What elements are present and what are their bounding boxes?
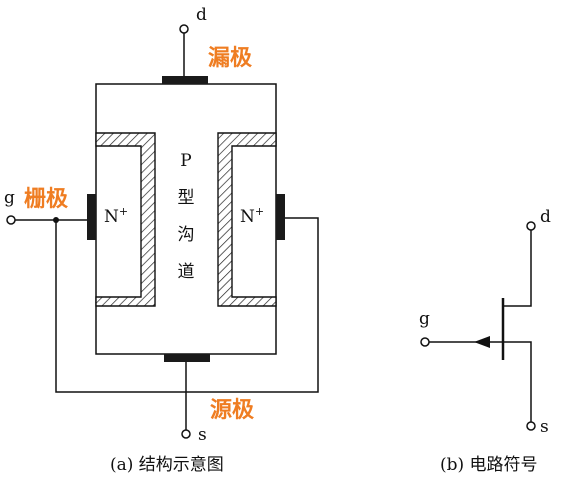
source-electrode: [164, 354, 210, 362]
gate-label: 栅极: [24, 187, 69, 212]
right-gate-electrode: [276, 194, 285, 240]
symbol-drain-terminal: [526, 221, 536, 231]
drain-terminal-label: d: [196, 5, 207, 25]
left-gate-electrode: [87, 194, 96, 240]
gate-terminal: [6, 215, 16, 225]
symbol-source-wire: [503, 341, 532, 422]
right-n-region-label: N+: [240, 205, 264, 227]
symbol-caption: (b) 电路符号: [440, 455, 538, 475]
drain-terminal: [179, 24, 189, 34]
drain-label: 漏极: [208, 45, 253, 71]
channel-char-2: 沟: [178, 225, 195, 245]
gate-loop-wire: [55, 217, 319, 393]
circuit-symbol: d s g (b) 电路符号: [419, 207, 551, 475]
symbol-gate-arrow: [474, 336, 490, 348]
symbol-gate-label: g: [419, 309, 430, 329]
source-label: 源极: [210, 398, 255, 423]
right-depletion-layer: [217, 132, 277, 307]
channel-char-1: 型: [178, 188, 195, 208]
structure-caption: (a) 结构示意图: [110, 455, 224, 475]
channel-char-3: 道: [178, 262, 195, 282]
symbol-source-label: s: [540, 417, 549, 437]
gate-terminal-label: g: [4, 188, 15, 208]
symbol-gate-terminal: [420, 337, 430, 347]
left-n-region-label: N+: [104, 205, 128, 227]
source-terminal-label: s: [198, 425, 207, 445]
symbol-source-terminal: [526, 421, 536, 431]
structure-diagram: d 漏极 N+ N+ P 型 沟 道 g 栅极 s 源极 (a) 结构示意图: [4, 5, 319, 475]
left-depletion-layer: [95, 132, 156, 307]
drain-electrode: [162, 76, 208, 84]
channel-char-0: P: [180, 151, 191, 171]
source-terminal: [181, 429, 191, 439]
symbol-drain-wire: [503, 230, 532, 307]
symbol-drain-label: d: [540, 207, 551, 227]
